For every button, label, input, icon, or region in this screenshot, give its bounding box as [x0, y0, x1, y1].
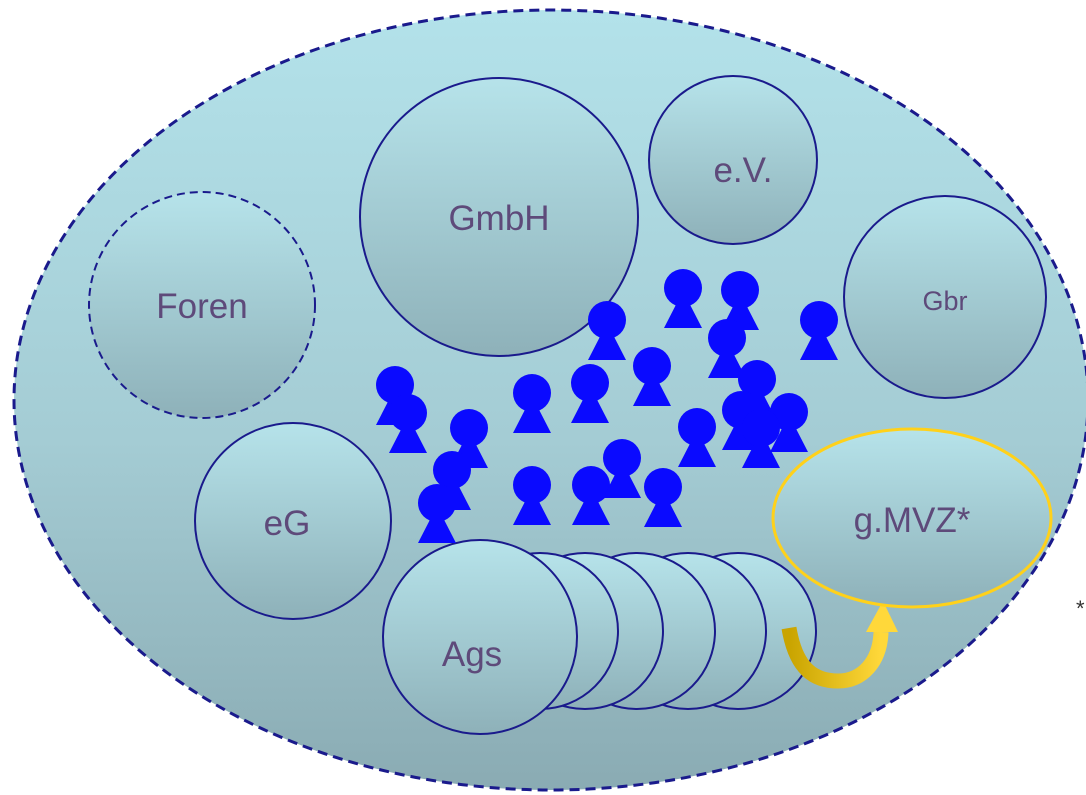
footnote-marker: * [1076, 596, 1085, 621]
curved-arrow-icon [781, 601, 898, 689]
ags-circle-1 [382, 539, 578, 735]
person-icon [770, 393, 808, 452]
eg-circle: eG [194, 422, 392, 620]
foren-circle: Foren [88, 191, 316, 419]
eg-label: eG [264, 504, 311, 543]
person-icon [513, 374, 551, 433]
ev-label: e.V. [713, 151, 772, 190]
person-icon [742, 409, 780, 468]
gbr-circle: Gbr [843, 195, 1047, 399]
person-icon [644, 468, 682, 527]
people-group [376, 269, 838, 543]
gmbh-circle: GmbH [359, 77, 639, 357]
person-icon [678, 408, 716, 467]
gmvz-label: g.MVZ* [854, 501, 971, 540]
person-icon [572, 466, 610, 525]
ev-circle: e.V. [648, 75, 818, 245]
gmbh-label: GmbH [448, 199, 549, 238]
person-icon [664, 269, 702, 328]
gbr-label: Gbr [922, 286, 967, 316]
person-icon [708, 319, 746, 378]
person-icon [513, 466, 551, 525]
person-icon [418, 484, 456, 543]
person-icon [603, 439, 641, 498]
ags-label: Ags [442, 635, 502, 674]
person-icon [588, 301, 626, 360]
gmvz-ellipse: g.MVZ* [771, 427, 1053, 609]
person-icon [633, 347, 671, 406]
person-icon [800, 301, 838, 360]
person-icon [389, 394, 427, 453]
foren-label: Foren [156, 287, 247, 326]
person-icon [571, 364, 609, 423]
ags-stack: Ags [382, 539, 817, 735]
